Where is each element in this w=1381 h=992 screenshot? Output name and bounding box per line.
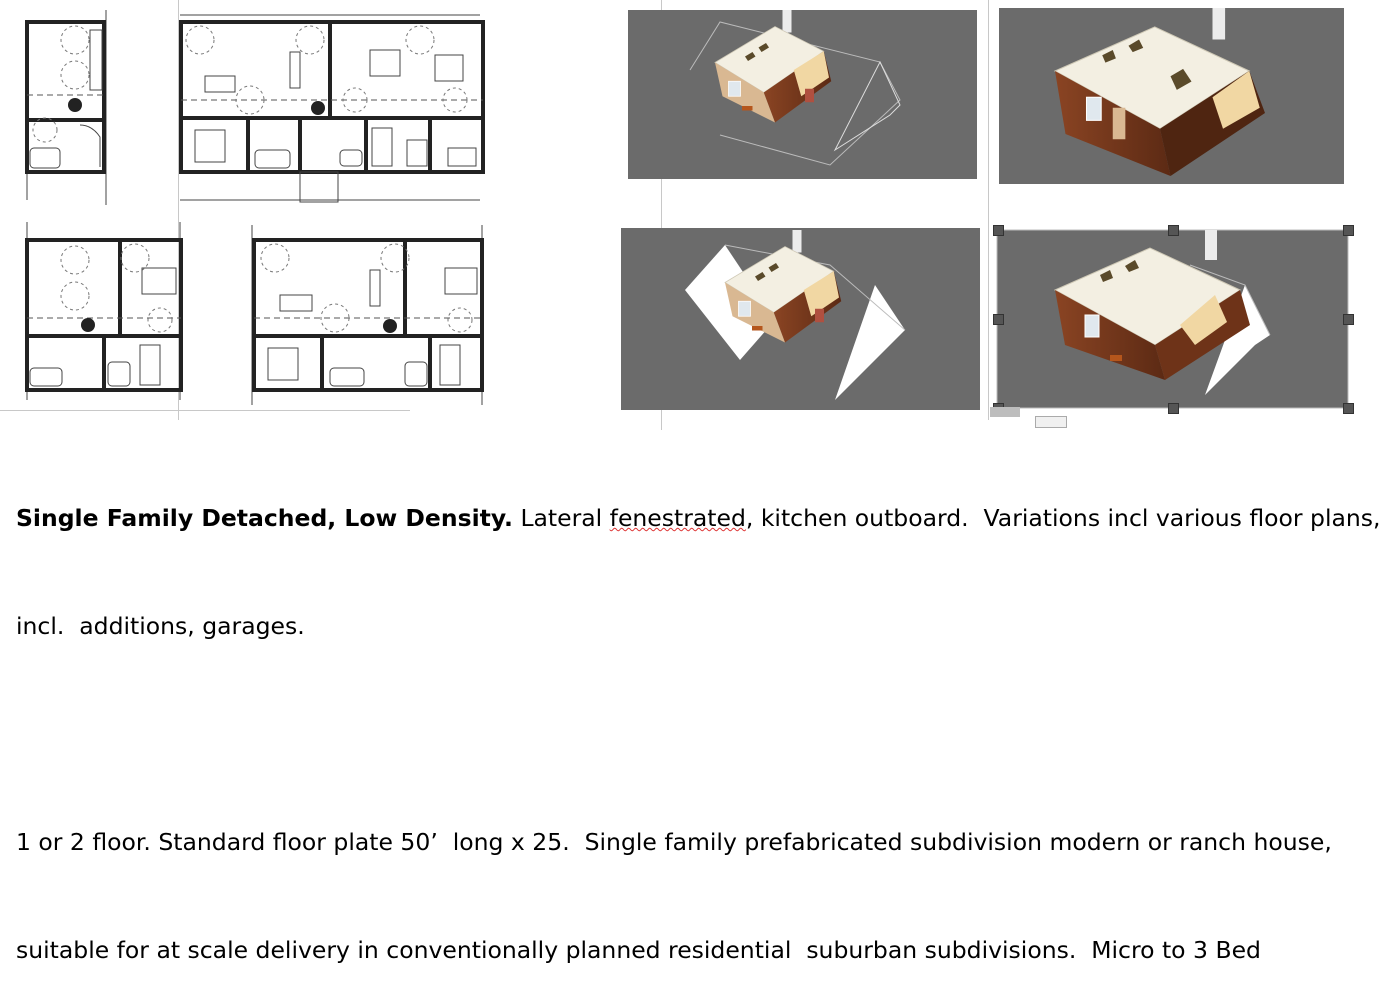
floor-plans-figure [25, 10, 485, 405]
image-anchor-icon[interactable] [990, 407, 1020, 417]
paragraph-2-line-2: suitable for at scale delivery in conven… [16, 936, 1261, 964]
spellcheck-flagged-word[interactable]: fenestrated [609, 504, 746, 532]
resize-handle-bottom-right[interactable] [1343, 403, 1354, 414]
text-run: Lateral [512, 504, 610, 532]
resize-handle-middle-left[interactable] [993, 314, 1004, 325]
render-top-right [999, 8, 1344, 184]
bold-lead: Single Family Detached, Low Density. [16, 504, 513, 532]
house-renders-figure [621, 8, 1349, 410]
render-bottom-left [621, 228, 980, 410]
resize-handle-top-left[interactable] [993, 225, 1004, 236]
document-body[interactable]: Single Family Detached, Low Density. Lat… [16, 428, 1381, 992]
floor-plan-top-left [25, 10, 107, 205]
resize-handle-top-right[interactable] [1343, 225, 1354, 236]
resize-handle-middle-right[interactable] [1343, 314, 1354, 325]
resize-handle-bottom-center[interactable] [1168, 403, 1179, 414]
text-run: , kitchen outboard. Variations incl vari… [745, 504, 1381, 532]
paragraph-2-line-1: 1 or 2 floor. Standard floor plate 50’ l… [16, 828, 1332, 856]
layout-options-icon[interactable] [1035, 416, 1067, 428]
wheelchair-icon [68, 98, 82, 112]
floor-plan-bottom-left [25, 222, 183, 400]
blank-line [16, 716, 1366, 752]
render-top-left [628, 9, 977, 179]
layout-guide [661, 0, 662, 430]
layout-guide [0, 410, 410, 411]
floor-plan-bottom-right [251, 225, 484, 405]
layout-guide [988, 0, 989, 420]
paragraph-1-line-1: Single Family Detached, Low Density. Lat… [16, 500, 1381, 536]
paragraph-1-line-2: incl. additions, garages. [16, 612, 305, 640]
resize-handle-top-center[interactable] [1168, 225, 1179, 236]
wheelchair-icon [81, 318, 95, 332]
wheelchair-icon [311, 101, 325, 115]
layout-guide [178, 0, 179, 420]
floor-plan-top-right [179, 14, 485, 203]
wheelchair-icon [383, 319, 397, 333]
render-bottom-right[interactable] [996, 229, 1349, 409]
